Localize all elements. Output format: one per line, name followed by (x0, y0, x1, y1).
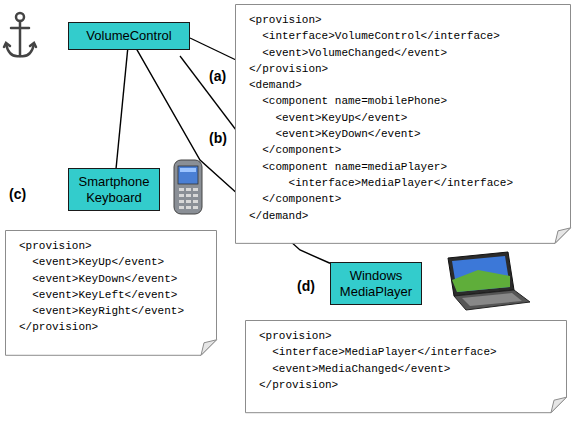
anchor-icon (4, 13, 36, 56)
callout-letter: (a) (208, 68, 227, 84)
code-line: </component> (249, 191, 549, 207)
code-line: <event>VolumeChanged</event> (249, 45, 549, 61)
code-line: <event>KeyDown</event> (19, 271, 195, 287)
code-line: <provision> (19, 238, 195, 254)
component-name: Smartphone Keyboard (76, 174, 152, 205)
laptop-icon (448, 252, 530, 310)
code-line: <event>KeyDown</event> (249, 126, 549, 142)
callout-letter: (c) (8, 186, 27, 202)
note-body (246, 321, 567, 413)
code-line: <demand> (249, 77, 549, 93)
code-line: </provision> (249, 61, 549, 77)
code-line: <event>KeyUp</event> (249, 110, 549, 126)
code-line: <component name=mediaPlayer> (249, 159, 549, 175)
code-line: <interface>MediaPlayer</interface> (259, 344, 545, 360)
note-body (6, 231, 217, 356)
code-line: <provision> (259, 328, 545, 344)
code-line: </provision> (259, 377, 545, 393)
code-line: <event>MediaChanged</event> (259, 361, 545, 377)
component-box: Windows MediaPlayer (330, 262, 422, 305)
callout-letter: (b) (208, 130, 228, 146)
code-line: <event>KeyLeft</event> (19, 287, 195, 303)
code-line: </component> (249, 142, 549, 158)
code-line: <provision> (249, 12, 549, 28)
xml-note: <provision><event>KeyUp</event><event>Ke… (5, 230, 217, 356)
xml-note: <provision><interface>MediaPlayer</inter… (245, 320, 567, 413)
note-fold (551, 397, 567, 413)
connector-line (116, 50, 128, 168)
component-name: Windows MediaPlayer (338, 268, 414, 299)
note-body (236, 5, 571, 244)
code-line: <event>KeyUp</event> (19, 254, 195, 270)
leader-line (190, 38, 236, 60)
note-fold (555, 228, 571, 244)
code-line: </demand> (249, 208, 549, 224)
code-line: <event>KeyRight</event> (19, 303, 195, 319)
code-line: <interface>MediaPlayer</interface> (249, 175, 549, 191)
leader-line (180, 56, 236, 130)
code-line: </provision> (19, 319, 195, 335)
component-box: VolumeControl (68, 22, 190, 50)
smartphone-icon (174, 160, 202, 214)
component-name: VolumeControl (76, 28, 182, 44)
code-line: <component name=mobilePhone> (249, 93, 549, 109)
code-line: <interface>VolumeControl</interface> (249, 28, 549, 44)
note-fold (201, 340, 217, 356)
component-box: Smartphone Keyboard (68, 168, 160, 211)
callout-letter: (d) (296, 278, 316, 294)
xml-note: <provision><interface>VolumeControl</int… (235, 4, 571, 244)
